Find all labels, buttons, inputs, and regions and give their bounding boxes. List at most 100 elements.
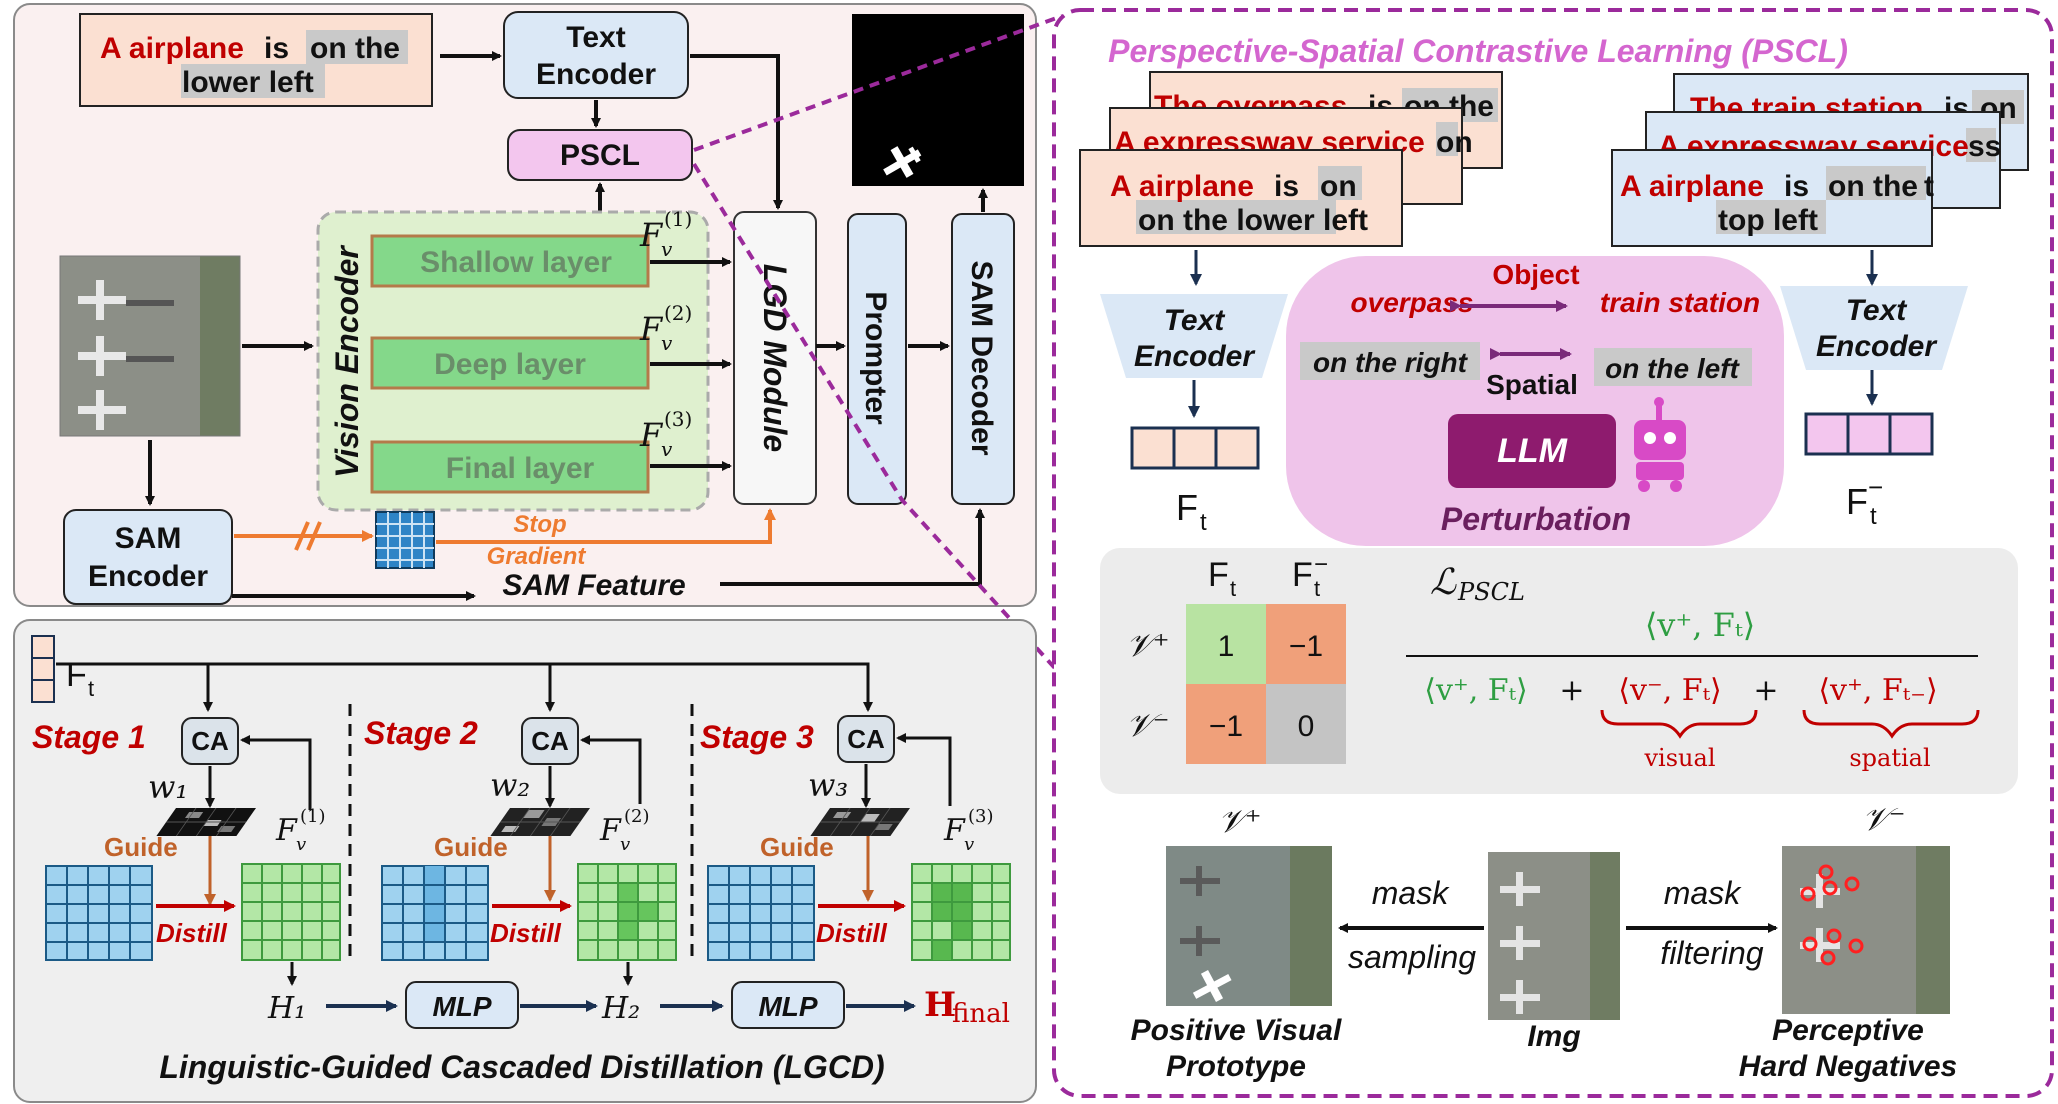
- v-neg-label: 𝒱⁻: [1862, 800, 1906, 838]
- svg-text:F: F: [639, 416, 664, 454]
- overpass-label: overpass: [1351, 287, 1474, 318]
- lgcd-title: Linguistic-Guided Cascaded Distillation …: [159, 1049, 884, 1085]
- svg-text:(1): (1): [300, 806, 326, 827]
- loss-numerator: ⟨v⁺, Fₜ⟩: [1645, 606, 1755, 644]
- ft-sub-bottom: t: [88, 676, 94, 701]
- final-layer-label: Final layer: [446, 452, 595, 485]
- train-station-label: train station: [1600, 287, 1760, 318]
- positive-prototype-image: [1166, 846, 1332, 1006]
- svg-text:v: v: [964, 834, 974, 855]
- stop-label: Stop: [513, 511, 566, 538]
- mask-output: [852, 14, 1024, 186]
- filtering-label: filtering: [1660, 935, 1763, 971]
- loss-subscript: PSCL: [1457, 578, 1525, 606]
- ca-label-2: CA: [531, 726, 569, 756]
- matrix-col1-sub: t: [1230, 576, 1236, 601]
- svg-text:(3): (3): [664, 407, 692, 431]
- h1-label: H₁: [267, 991, 306, 1026]
- blue-grid-3: [707, 865, 815, 961]
- final-layer-box: [370, 440, 650, 494]
- fv1-to-ca1: [240, 735, 312, 810]
- input-satellite-image: [59, 255, 241, 437]
- neg-card-front-gray2-text: top left: [1718, 204, 1818, 237]
- fv2-label: F v (2): [639, 301, 692, 355]
- positive-caption-2: Prototype: [1166, 1050, 1306, 1083]
- green-grid-1: [241, 863, 341, 961]
- negatives-caption-1: Perceptive: [1772, 1014, 1924, 1047]
- neg-card-front-gray2: [1716, 200, 1826, 234]
- caption-gray-text-2: lower left: [182, 66, 314, 99]
- guide-label-3: Guide: [760, 832, 834, 862]
- pos-card-front-gray1-text: on: [1320, 170, 1357, 203]
- svg-text:v: v: [661, 237, 673, 261]
- stage3-label: Stage 3: [700, 719, 814, 755]
- stage2-label: Stage 2: [364, 715, 478, 751]
- sam-feature-grid-icon: [375, 511, 435, 569]
- lgd-module-label: LGD Module: [757, 264, 793, 452]
- pscl-label: PSCL: [560, 139, 640, 172]
- shallow-layer-label: Shallow layer: [420, 246, 612, 279]
- neg-text-encoder-label-2: Encoder: [1816, 330, 1938, 363]
- on-the-right-bg: [1300, 342, 1480, 380]
- pos-text-encoder-label-2: Encoder: [1134, 340, 1256, 373]
- text-encoder-label-2: Encoder: [536, 58, 656, 91]
- matrix-cell-21: [1186, 684, 1266, 764]
- orange-arrow-to-lgd: [436, 508, 776, 544]
- mlp-label-1: MLP: [432, 991, 491, 1022]
- sam-decoder-box: [951, 213, 1015, 505]
- h-final-label: H: [924, 985, 956, 1025]
- blue-grid-2: [381, 865, 489, 961]
- w1-label: w₁: [148, 768, 188, 806]
- mlp-box-1: [405, 981, 519, 1029]
- svg-text:(1): (1): [664, 207, 692, 231]
- pos-card-front-gray2: [1136, 200, 1336, 234]
- matrix-value-21: −1: [1209, 710, 1243, 743]
- mlp-label-2: MLP: [758, 991, 817, 1022]
- pos-card-back1-gray-text: on: [1436, 126, 1473, 159]
- svg-text:F: F: [275, 813, 298, 848]
- gradient-label: Gradient: [487, 543, 587, 570]
- negatives-caption-2: Hard Negatives: [1739, 1050, 1957, 1083]
- perturbation-label: Perturbation: [1441, 501, 1631, 537]
- on-the-left-bg: [1594, 348, 1752, 386]
- svg-text:v: v: [661, 331, 673, 355]
- den-plus-1: +: [1559, 673, 1584, 708]
- neg-card-front-red: A airplane: [1620, 170, 1764, 203]
- matrix-row-pos: 𝒱⁺: [1126, 626, 1170, 664]
- fv3-to-ca3: [896, 733, 952, 806]
- ft-vector-right: [1130, 426, 1260, 470]
- pscl-connector-upper: [693, 14, 1063, 152]
- neg-card-front-stub: t: [1924, 170, 1934, 203]
- attention-map-2: [490, 808, 590, 836]
- prompter-box: [847, 213, 907, 505]
- visual-brace-label: visual: [1644, 744, 1716, 772]
- stage1-label: Stage 1: [32, 719, 146, 755]
- h2-label: H₂: [601, 991, 640, 1026]
- pos-card-front-gray2-text: on the lower left: [1138, 204, 1368, 237]
- ca-box-3: [837, 715, 895, 763]
- loss-symbol: ℒ: [1430, 562, 1457, 603]
- pscl-box: [507, 129, 693, 181]
- on-the-left-label: on the left: [1605, 353, 1740, 384]
- text-encoder-box: [503, 11, 689, 99]
- neg-text-encoder-label-1: Text: [1846, 294, 1909, 327]
- fv1-bottom-label: F v (1): [275, 806, 326, 855]
- matrix-row-neg: 𝒱⁻: [1126, 706, 1170, 744]
- w3-label: w₃: [808, 766, 848, 804]
- fv3-label: F v (3): [639, 407, 692, 461]
- neg-card-back1-gray: [1966, 128, 1996, 162]
- ft-label-right: F: [1176, 487, 1198, 528]
- svg-text:(2): (2): [664, 301, 692, 325]
- matrix-col2-sup: −: [1314, 551, 1328, 578]
- matrix-col1: F: [1208, 556, 1229, 594]
- svg-text:F: F: [639, 216, 664, 254]
- robot-icon: [1634, 397, 1686, 492]
- arrow-encoder-to-lgd: [690, 54, 783, 210]
- ftneg-vector-right: [1804, 412, 1934, 456]
- svg-text:F: F: [943, 813, 966, 848]
- pos-card-front-is: is: [1274, 170, 1299, 203]
- neg-card-front-gray1: [1826, 166, 1926, 200]
- den-term-1: ⟨v⁺, Fₜ⟩: [1424, 673, 1527, 708]
- spatial-brace-label: spatial: [1849, 744, 1930, 772]
- distill-label-3: Distill: [816, 918, 888, 948]
